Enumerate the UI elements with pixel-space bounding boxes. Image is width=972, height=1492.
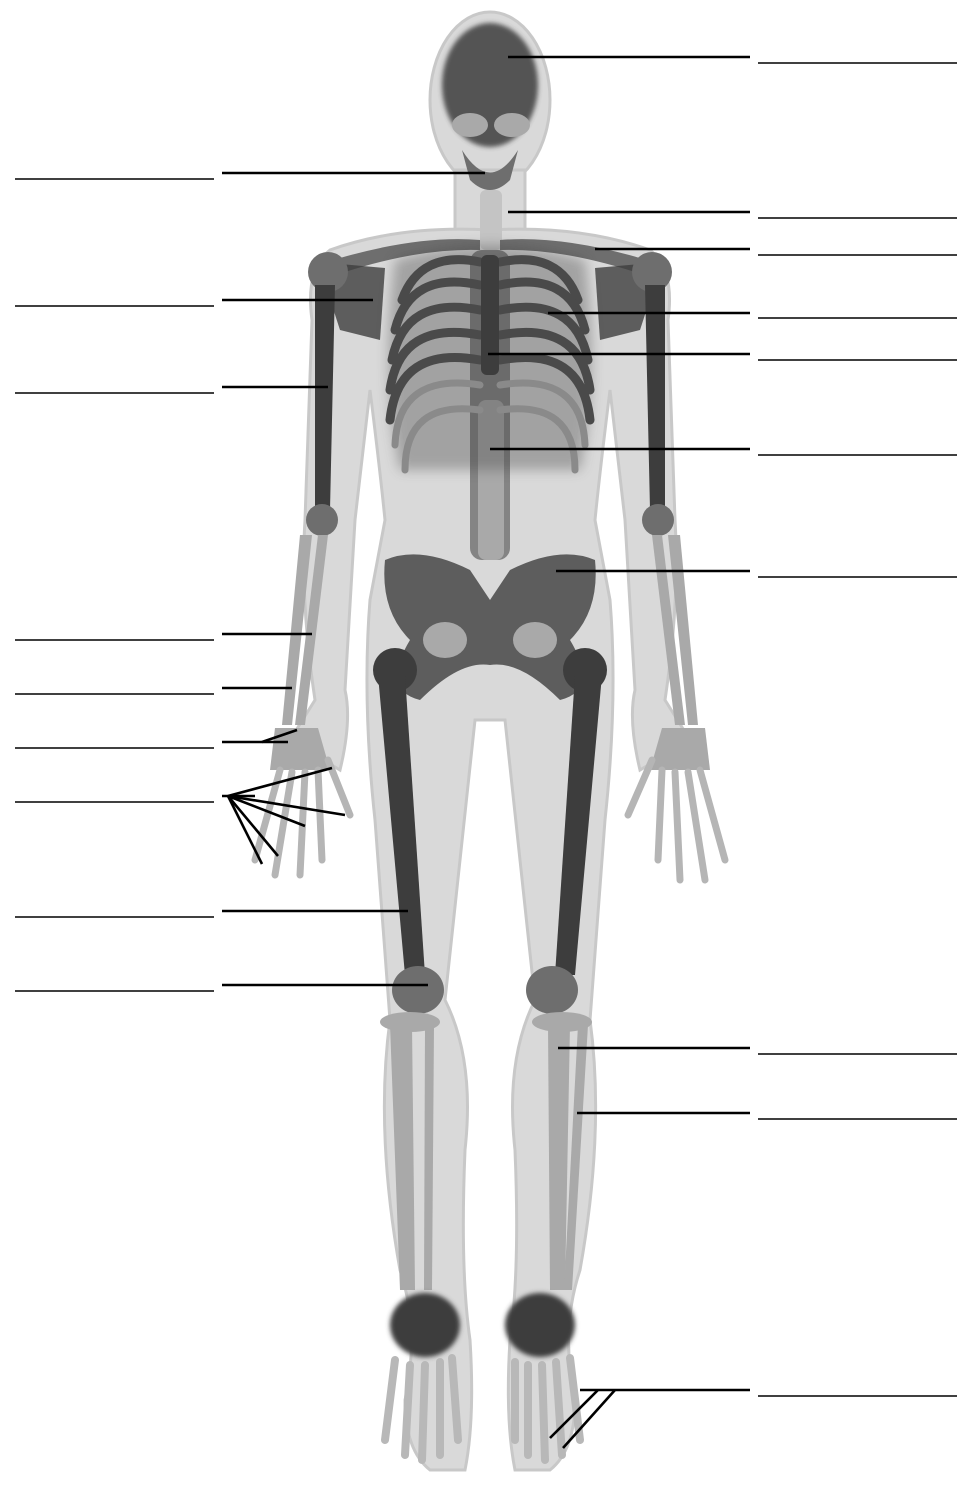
- answer-lines-left: [15, 179, 214, 991]
- answer-lines-right: [758, 63, 957, 1396]
- rib-cage: [389, 245, 592, 470]
